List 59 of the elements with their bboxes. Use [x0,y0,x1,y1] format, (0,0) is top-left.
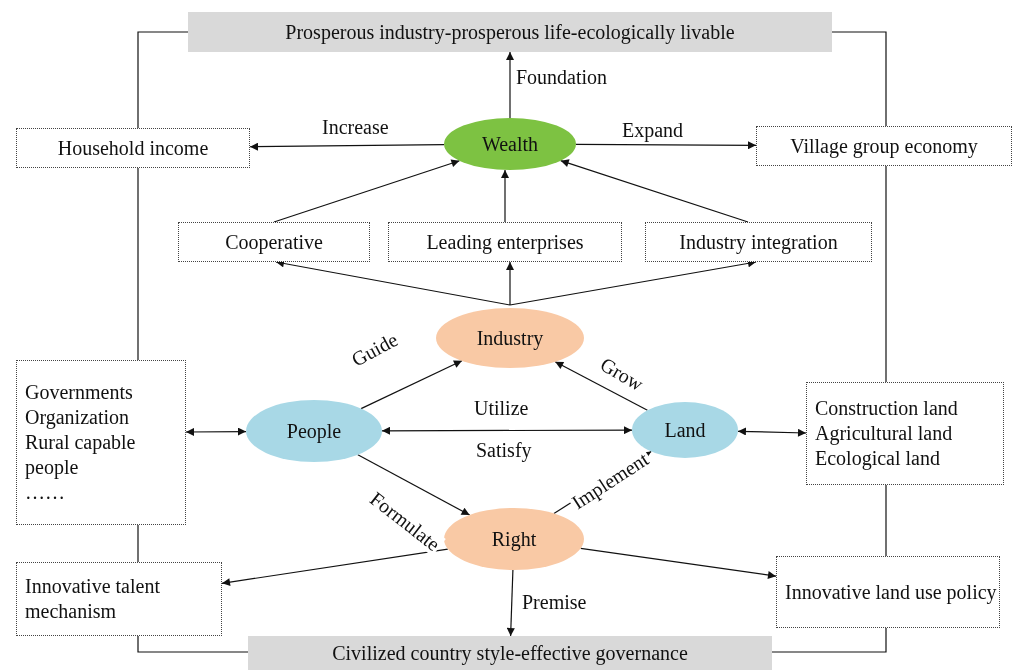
arrow [506,51,514,119]
arrow [360,360,463,410]
connector-line [831,31,887,127]
connector-line [885,484,887,557]
edge-note: Satisfy [474,439,534,461]
node-text: Ecological land [815,446,940,471]
text-box [645,222,872,262]
text-box [388,222,622,262]
arrow [506,569,515,637]
arrow [501,169,509,223]
node-text: Prosperous industry-prosperous life-ecologically livable [285,19,735,45]
node-text: Construction land [815,396,958,421]
node-text: Organization [25,405,130,430]
text-box [806,382,1004,485]
arrow [275,259,511,306]
arrow [357,454,471,516]
node-text: Governments [25,380,133,405]
arrow [381,426,633,435]
banner-box [248,636,772,670]
node-text: Rural capable people [25,430,137,480]
arrow [575,141,757,150]
text-box [776,556,1000,628]
arrow [580,547,777,579]
node-text: …… [25,480,65,505]
node-text: Leading enterprises [426,229,584,255]
text-box [16,360,186,525]
text-box [16,562,222,636]
arrow [509,259,757,306]
node-text: Household income [57,135,209,161]
node-text: Industry integration [679,229,838,255]
banner-box [188,12,832,52]
arrow [185,427,247,436]
node-text: Agricultural land [815,421,953,446]
arrow [221,548,449,587]
node-text: Wealth [481,131,539,157]
connector-line [137,167,139,361]
node-text: Land [664,417,706,443]
connector-line [137,31,189,129]
connector-line [137,524,139,563]
connector-line [885,165,887,383]
node-text: Innovative land use policy [785,579,997,605]
arrow [560,159,749,223]
node-text: Innovative talent mechanism [25,574,161,624]
connector-line [137,635,249,653]
arrow [249,142,445,151]
node-text: Civilized country style-effective governance [332,640,688,666]
node-text: Village group economy [790,133,978,159]
node-text: People [286,418,342,444]
arrow [737,427,807,437]
node-text: Cooperative [225,229,323,255]
arrow [273,159,461,223]
text-box [178,222,370,262]
text-box [16,128,250,168]
arrow [506,261,514,306]
node-text: Right [491,526,537,552]
text-box [756,126,1012,166]
connector-line [771,627,887,653]
node-text: Industry [476,325,544,351]
arrow [554,361,649,411]
